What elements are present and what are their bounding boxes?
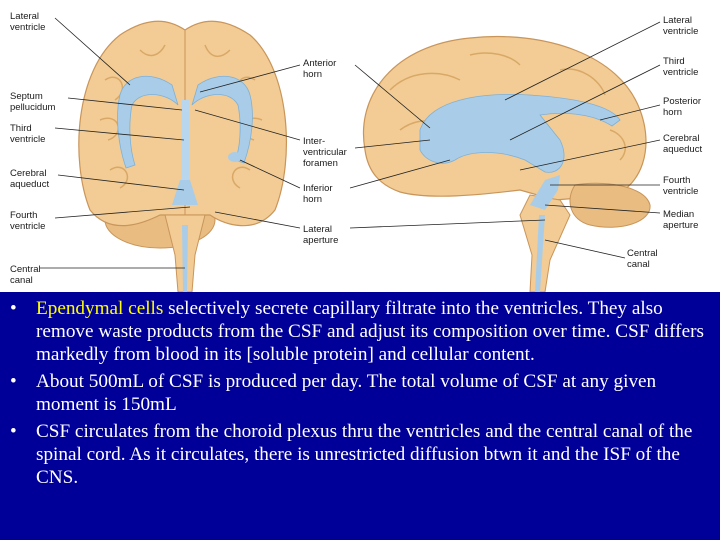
label-cerebral-aqueduct-left: Cerebral aqueduct (10, 168, 50, 190)
label-lateral-ventricle-left: Lateral ventricle (10, 11, 46, 33)
label-central-canal-right: Central canal (627, 248, 658, 270)
label-lateral-ventricle-right: Lateral ventricle (663, 15, 699, 37)
bullet-dot: • (10, 298, 17, 319)
sagittal-brain-view (363, 35, 651, 292)
brain-ventricles-figure: Lateral ventricle Septum pellucidum Thir… (0, 0, 720, 292)
bullet-dot: • (10, 421, 17, 442)
label-median-aperture: Median aperture (663, 209, 699, 231)
bullet-item: • About 500mL of CSF is produced per day.… (8, 370, 714, 416)
bullet-text: CSF circulates from the choroid plexus t… (36, 421, 693, 488)
label-cerebral-aqueduct-right: Cerebral aqueduct (663, 133, 703, 155)
brain-illustration (40, 17, 661, 292)
label-septum-pellucidum: Septum pellucidum (10, 91, 56, 113)
label-inferior-horn: Inferior horn (303, 183, 333, 205)
label-interventricular-foramen: Inter- ventricular foramen (303, 136, 347, 169)
bullet-highlight: Ependymal cells (36, 298, 164, 319)
bullet-item: • Ependymal cells selectively secrete cap… (8, 297, 714, 366)
bullet-text: selectively secrete capillary filtrate i… (36, 298, 704, 365)
bullet-text: About 500mL of CSF is produced per day. … (36, 371, 657, 415)
label-posterior-horn: Posterior horn (663, 96, 702, 118)
label-lateral-aperture: Lateral aperture (303, 224, 339, 246)
bullet-text-panel: • Ependymal cells selectively secrete cap… (0, 292, 720, 540)
leader-lines (40, 17, 661, 269)
label-fourth-ventricle-left: Fourth ventricle (10, 210, 46, 232)
label-anterior-horn: Anterior horn (303, 58, 337, 80)
coronal-brain-view (78, 20, 287, 292)
label-third-ventricle-right: Third ventricle (663, 56, 699, 78)
label-third-ventricle-left: Third ventricle (10, 123, 46, 145)
label-fourth-ventricle-right: Fourth ventricle (663, 175, 699, 197)
label-central-canal-left: Central canal (10, 264, 41, 286)
bullet-dot: • (10, 371, 17, 392)
bullet-item: • CSF circulates from the choroid plexus … (8, 420, 714, 489)
bullet-list: • Ependymal cells selectively secrete cap… (8, 297, 714, 493)
